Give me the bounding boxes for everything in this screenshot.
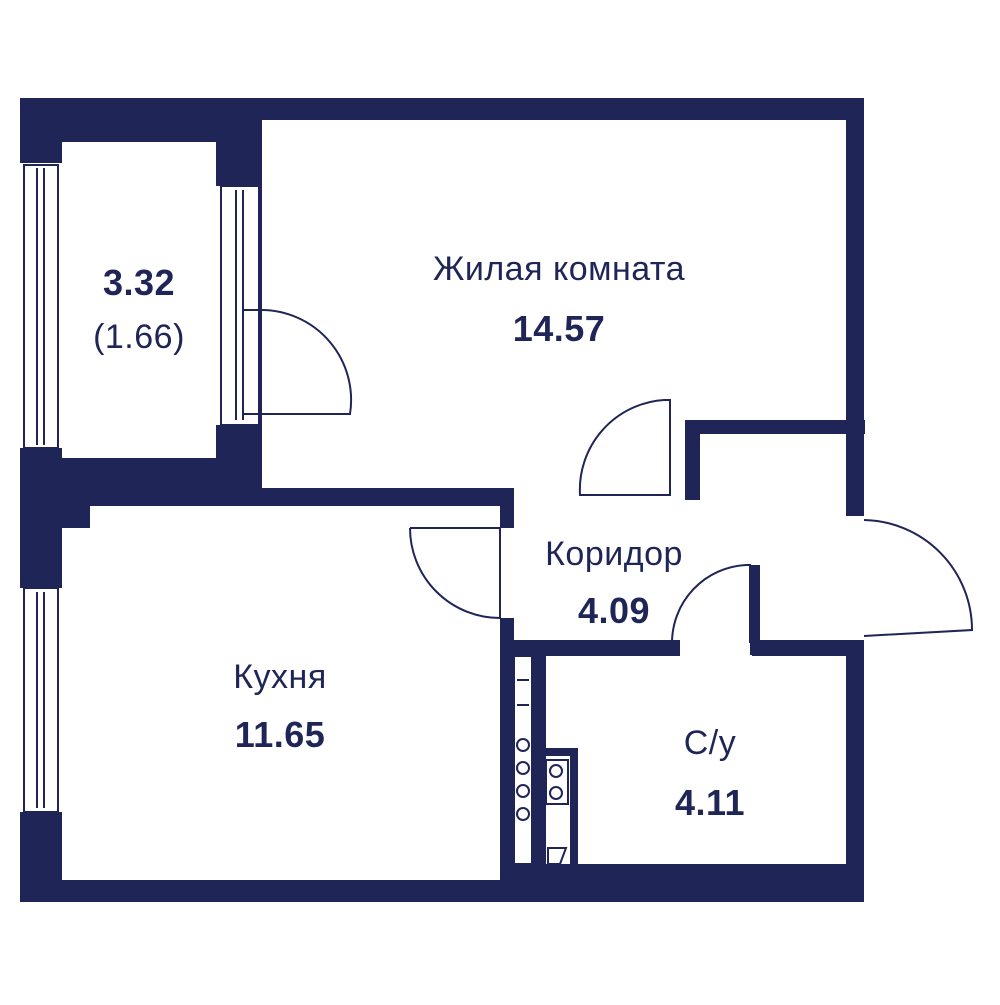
corridor-right-overlay: [846, 420, 864, 516]
living-window: [220, 185, 260, 426]
stove-burner-4: [516, 807, 530, 821]
bathroom-name: С/у: [683, 724, 737, 762]
corridor-partition-overlay: [685, 420, 700, 500]
balcony-door: [243, 309, 353, 415]
kitchen-name: Кухня: [233, 658, 327, 696]
corridor-name: Коридор: [545, 535, 683, 573]
kitchen-window: [23, 587, 59, 813]
shaft-valve-2: [549, 786, 563, 800]
kitchen-fixtures: [513, 655, 569, 865]
corridor-area: 4.09: [577, 590, 651, 631]
corridor-interior: [514, 434, 846, 640]
living-room-area: 14.57: [512, 308, 606, 349]
outer-wall-right-upper: [846, 98, 864, 516]
corridor-bath-left-overlay: [514, 640, 670, 656]
living-room-name: Жилая комната: [432, 250, 686, 288]
stove-burner-1: [516, 738, 530, 752]
windows: [23, 164, 260, 813]
kitchen-counter: [513, 655, 533, 865]
bath-interior: [578, 656, 846, 864]
shaft-cap-overlay: [546, 748, 578, 756]
shaft-overlay: [532, 640, 546, 880]
balcony-bottom-wall: [20, 458, 220, 506]
outer-wall-right-lower: [846, 640, 864, 902]
bath-jamb-overlay: [750, 565, 760, 655]
doors: [243, 309, 974, 644]
balcony-corner-block: [20, 98, 62, 163]
bath-bottom-overlay: [514, 864, 846, 880]
living-door: [578, 399, 671, 496]
shaft-right-overlay: [570, 748, 578, 872]
balcony-window: [23, 164, 59, 449]
bathroom-area: 4.11: [674, 782, 746, 823]
kitchen-interior: [90, 506, 500, 880]
outer-wall-left-bottom: [20, 812, 62, 902]
wall-kitchen-corridor-top: [500, 488, 514, 528]
bath-jamb-left: [670, 640, 680, 656]
shaft-valve-1: [549, 764, 563, 778]
kitchen-bath-overlay: [500, 618, 514, 902]
room-interiors: [62, 120, 846, 880]
kitchen-area: 11.65: [234, 714, 326, 755]
kitchen-interior-left: [62, 528, 102, 880]
kitchen-door: [409, 527, 501, 620]
outer-wall-bottom: [20, 880, 864, 902]
balcony-reduced-area: (1.66): [93, 318, 185, 356]
stove-burner-2: [516, 761, 530, 775]
corridor-bath-right-overlay: [752, 640, 864, 656]
shaft-fixture: [547, 847, 568, 865]
balcony-area: 3.32: [102, 262, 176, 303]
balcony-interior: [62, 142, 216, 458]
bath-door: [670, 564, 751, 644]
walls-overlay: [500, 420, 864, 902]
corridor-top-overlay: [700, 420, 864, 434]
entrance-door: [863, 519, 974, 637]
stove-burner-3: [516, 784, 530, 798]
